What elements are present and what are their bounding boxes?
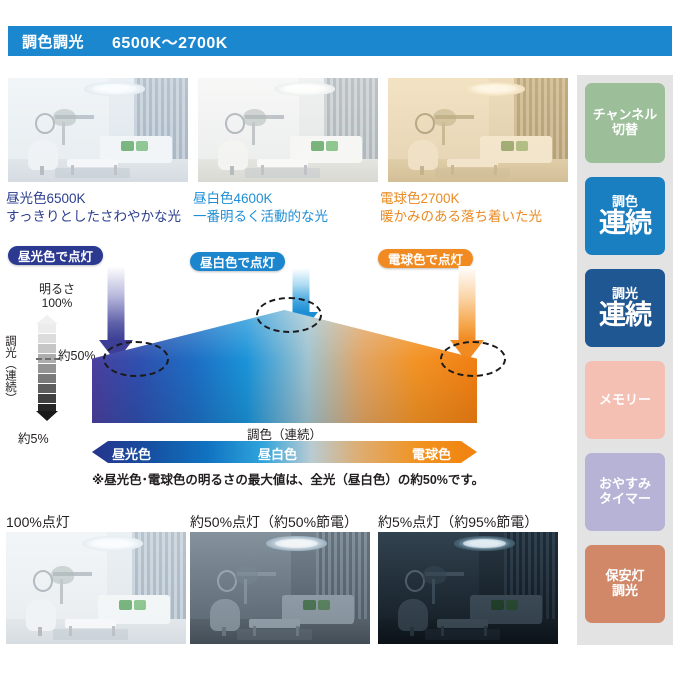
badge-daylight-lit: 昼光色で点灯 <box>8 246 104 265</box>
cbar-label-daylight: 昼光色 <box>112 447 152 462</box>
photo-100-percent <box>6 532 186 644</box>
brightness-bar-top-tip <box>36 315 58 324</box>
sidebar-button-channel-switch[interactable]: チャンネル 切替 <box>585 83 665 163</box>
feature-sidebar: チャンネル 切替 調色 連続 調光 連続 メモリー おやすみ タイマー 保安灯 … <box>577 75 673 645</box>
sidebar-button-sleep-timer[interactable]: おやすみ タイマー <box>585 453 665 531</box>
caption-warm-line2: 暖かみのある落ち着いた光 <box>380 209 542 225</box>
sidebar-memory-main: メモリー <box>598 391 651 407</box>
photo-5-percent <box>378 532 558 644</box>
sidebar-night-light-main: 調光 <box>611 583 638 598</box>
dimming-vertical-label: 調光（連続） <box>4 335 16 404</box>
sidebar-channel-sub: チャンネル <box>592 107 658 123</box>
bottom-caption-50: 約50%点灯（約50%節電） <box>190 514 359 530</box>
header-color-temp-range: 6500K〜2700K <box>112 35 228 52</box>
photo-warm-2700k <box>388 78 568 182</box>
bottom-caption-5: 約5%点灯（約95%節電） <box>378 514 539 530</box>
caption-warm: 電球色2700K 暖かみのある落ち着いた光 <box>380 190 542 226</box>
photo-daylight-6500k <box>8 78 188 182</box>
sidebar-sleep-timer-main: タイマー <box>598 491 651 506</box>
brightness-bottom-label: 約5% <box>18 432 49 446</box>
brightness-mid-tick <box>36 358 60 360</box>
brightness-label-value: 100% <box>41 295 73 310</box>
caption-warm-line1: 電球色2700K <box>380 191 460 206</box>
sidebar-color-tuning-sub: 調色 <box>611 193 638 209</box>
top-photo-row <box>8 78 568 188</box>
brightness-gradient-bar <box>36 315 58 421</box>
color-temperature-bar <box>92 441 477 463</box>
caption-neutral: 昼白色4600K 一番明るく活動的な光 <box>193 190 328 226</box>
caption-daylight-line1: 昼光色6500K <box>6 191 86 206</box>
brightness-note: ※昼光色･電球色の明るさの最大値は、全光（昼白色）の約50%です。 <box>92 473 485 487</box>
sidebar-channel-main: 切替 <box>611 122 638 137</box>
sidebar-dimming-main: 連続 <box>599 300 652 331</box>
header-bar: 調色調光 6500K〜2700K <box>8 26 672 56</box>
sidebar-button-dimming[interactable]: 調光 連続 <box>585 269 665 347</box>
header-title: 調色調光 <box>22 33 85 51</box>
brightness-top-label: 明るさ 100% <box>22 282 92 311</box>
sidebar-button-night-light[interactable]: 保安灯 調光 <box>585 545 665 623</box>
color-tuning-caption: 調色（連続） <box>246 428 322 442</box>
sidebar-button-memory[interactable]: メモリー <box>585 361 665 439</box>
sidebar-night-light-sub: 保安灯 <box>605 568 645 584</box>
sidebar-color-tuning-main: 連続 <box>599 208 652 239</box>
sidebar-button-color-tuning[interactable]: 調色 連続 <box>585 177 665 255</box>
bottom-caption-100: 100%点灯 <box>6 514 70 530</box>
sidebar-sleep-timer-sub: おやすみ <box>598 476 651 492</box>
badge-neutral-lit: 昼白色で点灯 <box>190 252 286 271</box>
cbar-label-warm: 電球色 <box>412 447 452 462</box>
caption-neutral-line2: 一番明るく活動的な光 <box>193 209 328 225</box>
marker-ellipse-daylight <box>103 341 169 377</box>
sidebar-dimming-sub: 調光 <box>611 285 638 301</box>
marker-ellipse-warm <box>440 341 506 377</box>
brightness-mid-label: 約50% <box>58 349 96 363</box>
marker-ellipse-neutral <box>256 297 322 333</box>
badge-warm-lit: 電球色で点灯 <box>378 249 474 268</box>
cbar-label-neutral: 昼白色 <box>258 447 298 462</box>
brightness-label-text: 明るさ <box>38 282 75 296</box>
caption-neutral-line1: 昼白色4600K <box>193 191 273 206</box>
photo-neutral-4600k <box>198 78 378 182</box>
caption-daylight-line2: すっきりとしたさわやかな光 <box>6 209 181 225</box>
photo-50-percent <box>190 532 370 644</box>
brightness-bar-bottom-tip <box>36 411 58 421</box>
brightness-scale: 明るさ 100% 調光（連続） 約50% 約5% <box>0 282 96 446</box>
caption-daylight: 昼光色6500K すっきりとしたさわやかな光 <box>6 190 181 226</box>
